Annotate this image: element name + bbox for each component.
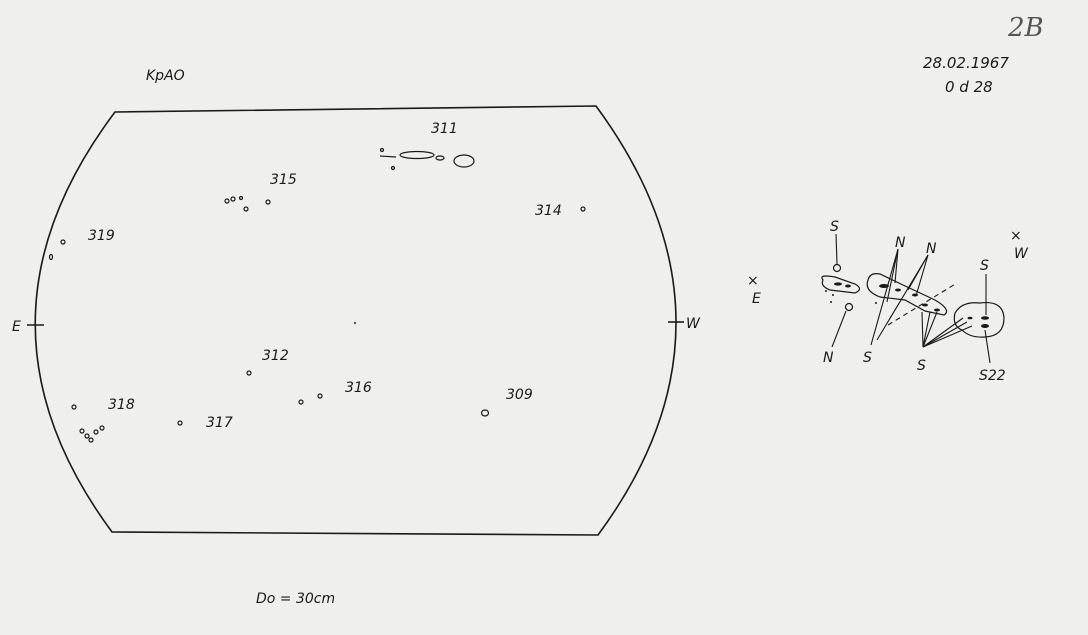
polarity-label: S: [980, 258, 989, 274]
sunspot-group-319: [48, 239, 66, 261]
polarity-label: S: [830, 219, 839, 235]
group-label: 318: [108, 397, 135, 413]
group-label: 311: [431, 121, 458, 137]
polarity-label: N: [926, 241, 937, 257]
disk-east-label: E: [12, 319, 21, 335]
detail-west-label: W: [1014, 246, 1029, 262]
aperture-label: Do = 30cm: [256, 591, 335, 607]
sunspot-group-314: [580, 206, 586, 212]
sunspot-group-312: [246, 370, 252, 376]
observatory-label: KpAO: [146, 68, 185, 84]
polarity-label: N: [895, 235, 906, 251]
sunspot-group-309: [480, 409, 490, 417]
detail-west-cross: ×: [1010, 228, 1022, 244]
group-detail-sketch: × E × W S: [747, 219, 1029, 384]
disk-west-label: W: [686, 316, 701, 332]
polarity-label: S: [917, 358, 926, 374]
sunspot-group-315: [224, 195, 271, 212]
group-label: 315: [270, 172, 297, 188]
group-label: 309: [506, 387, 533, 403]
date-label: 28.02.1967: [923, 54, 1009, 72]
disk-center: [353, 321, 357, 325]
detail-east-cross: ×: [747, 273, 759, 289]
group-label: 316: [345, 380, 372, 396]
time-label: 0 d 28: [945, 78, 993, 96]
sheet-number: 2B: [1007, 13, 1044, 43]
group-label: 314: [535, 203, 562, 219]
polarity-label: S22: [979, 368, 1006, 384]
sunspot-group-311: [379, 147, 475, 171]
sunspot-group-316: [298, 393, 323, 405]
polarity-label: N: [823, 350, 834, 366]
detail-east-label: E: [752, 291, 761, 307]
group-label: 319: [88, 228, 115, 244]
sunspot-group-318: [71, 404, 105, 443]
sunspot-group-317: [177, 420, 183, 426]
disk-outline: [34, 105, 677, 536]
group-label: 312: [262, 348, 289, 364]
group-label: 317: [206, 415, 233, 431]
polarity-label: S: [863, 350, 872, 366]
